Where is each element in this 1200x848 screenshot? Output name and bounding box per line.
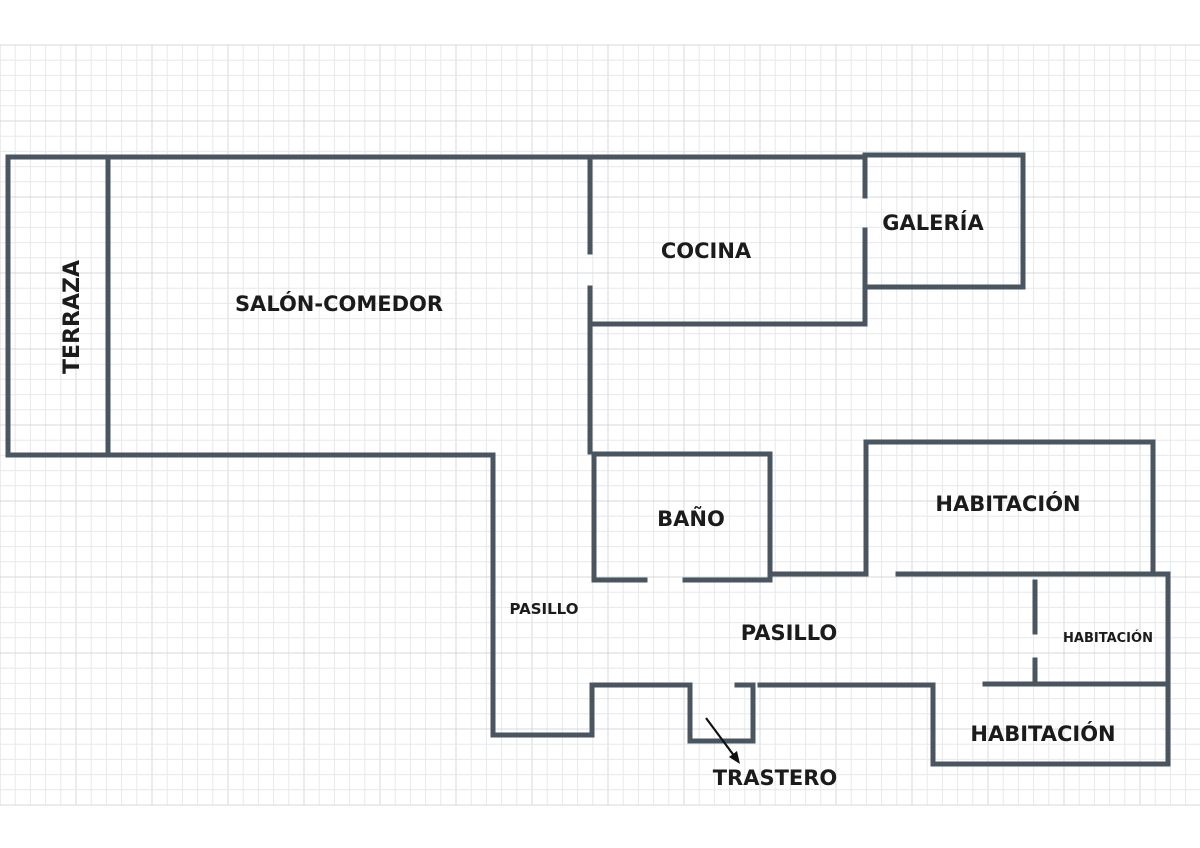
label-pasillo-horizontal: PASILLO — [741, 621, 838, 645]
label-trastero: TRASTERO — [713, 766, 838, 790]
trastero-arrow-icon — [705, 717, 740, 764]
label-salon-comedor: SALÓN-COMEDOR — [235, 291, 443, 316]
walls — [5, 152, 1171, 767]
label-habitacion-3: HABITACIÓN — [970, 721, 1115, 746]
label-galeria: GALERÍA — [882, 210, 984, 235]
label-terraza: TERRAZA — [60, 260, 85, 374]
label-bano: BAÑO — [657, 506, 725, 531]
room-labels: TERRAZA SALÓN-COMEDOR COCINA GALERÍA BAÑ… — [60, 210, 1153, 790]
graph-paper-grid — [0, 44, 1200, 806]
wall-pasillo-bottom-a — [490, 682, 693, 744]
wall-trastero — [687, 682, 756, 744]
label-habitacion-1: HABITACIÓN — [935, 491, 1080, 516]
label-pasillo-vertical: PASILLO — [510, 600, 579, 618]
label-habitacion-2: HABITACIÓN — [1063, 630, 1153, 646]
label-cocina: COCINA — [661, 239, 752, 263]
